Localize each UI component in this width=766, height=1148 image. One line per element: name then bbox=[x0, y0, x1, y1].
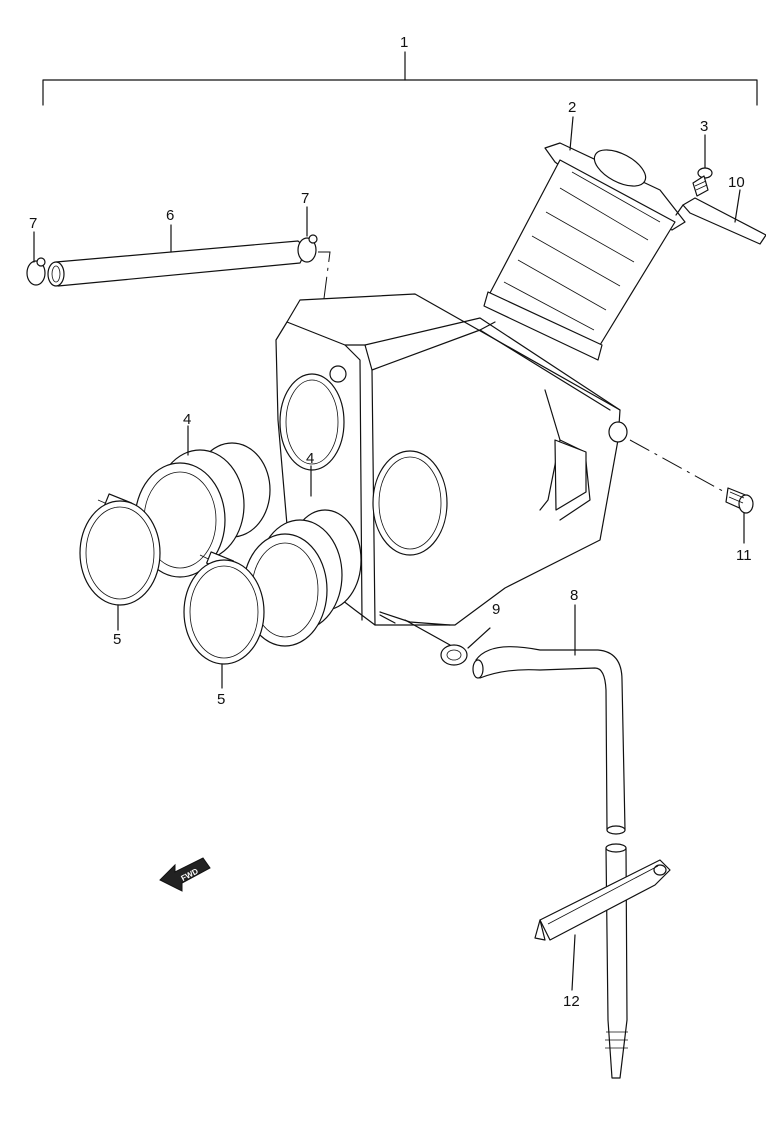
hose-clip bbox=[534, 859, 671, 991]
callout-2: 2 bbox=[568, 99, 576, 116]
breather-tube bbox=[47, 224, 305, 287]
callout-7-right: 7 bbox=[301, 190, 309, 207]
fwd-direction-arrow: FWD bbox=[159, 857, 211, 892]
callout-6: 6 bbox=[166, 207, 174, 224]
mount-bolt bbox=[629, 439, 754, 544]
drain-clamp bbox=[404, 619, 491, 666]
joint-clamp-front bbox=[183, 551, 265, 689]
joint-clamp-rear bbox=[79, 493, 161, 631]
callout-10: 10 bbox=[728, 174, 745, 191]
hose-clamp-right bbox=[297, 206, 318, 263]
callout-5-rear: 5 bbox=[113, 631, 121, 648]
callout-4-front: 4 bbox=[306, 450, 314, 467]
air-filter-element bbox=[483, 116, 686, 361]
callout-7-left: 7 bbox=[29, 215, 37, 232]
callout-5-front: 5 bbox=[217, 691, 225, 708]
filter-bracket bbox=[675, 189, 766, 245]
callout-11: 11 bbox=[736, 547, 752, 564]
hose-clamp-left bbox=[26, 231, 46, 286]
callout-8: 8 bbox=[570, 587, 578, 604]
callout-3: 3 bbox=[700, 118, 708, 135]
callout-1: 1 bbox=[400, 34, 408, 51]
callout-9: 9 bbox=[492, 601, 500, 618]
intake-boot-front bbox=[242, 465, 362, 647]
callout-12: 12 bbox=[563, 993, 580, 1010]
callout-4-rear: 4 bbox=[183, 411, 191, 428]
screw bbox=[692, 134, 713, 197]
air-cleaner-box bbox=[275, 293, 628, 626]
drain-hose bbox=[472, 604, 628, 1079]
assembly-bracket bbox=[42, 51, 758, 106]
